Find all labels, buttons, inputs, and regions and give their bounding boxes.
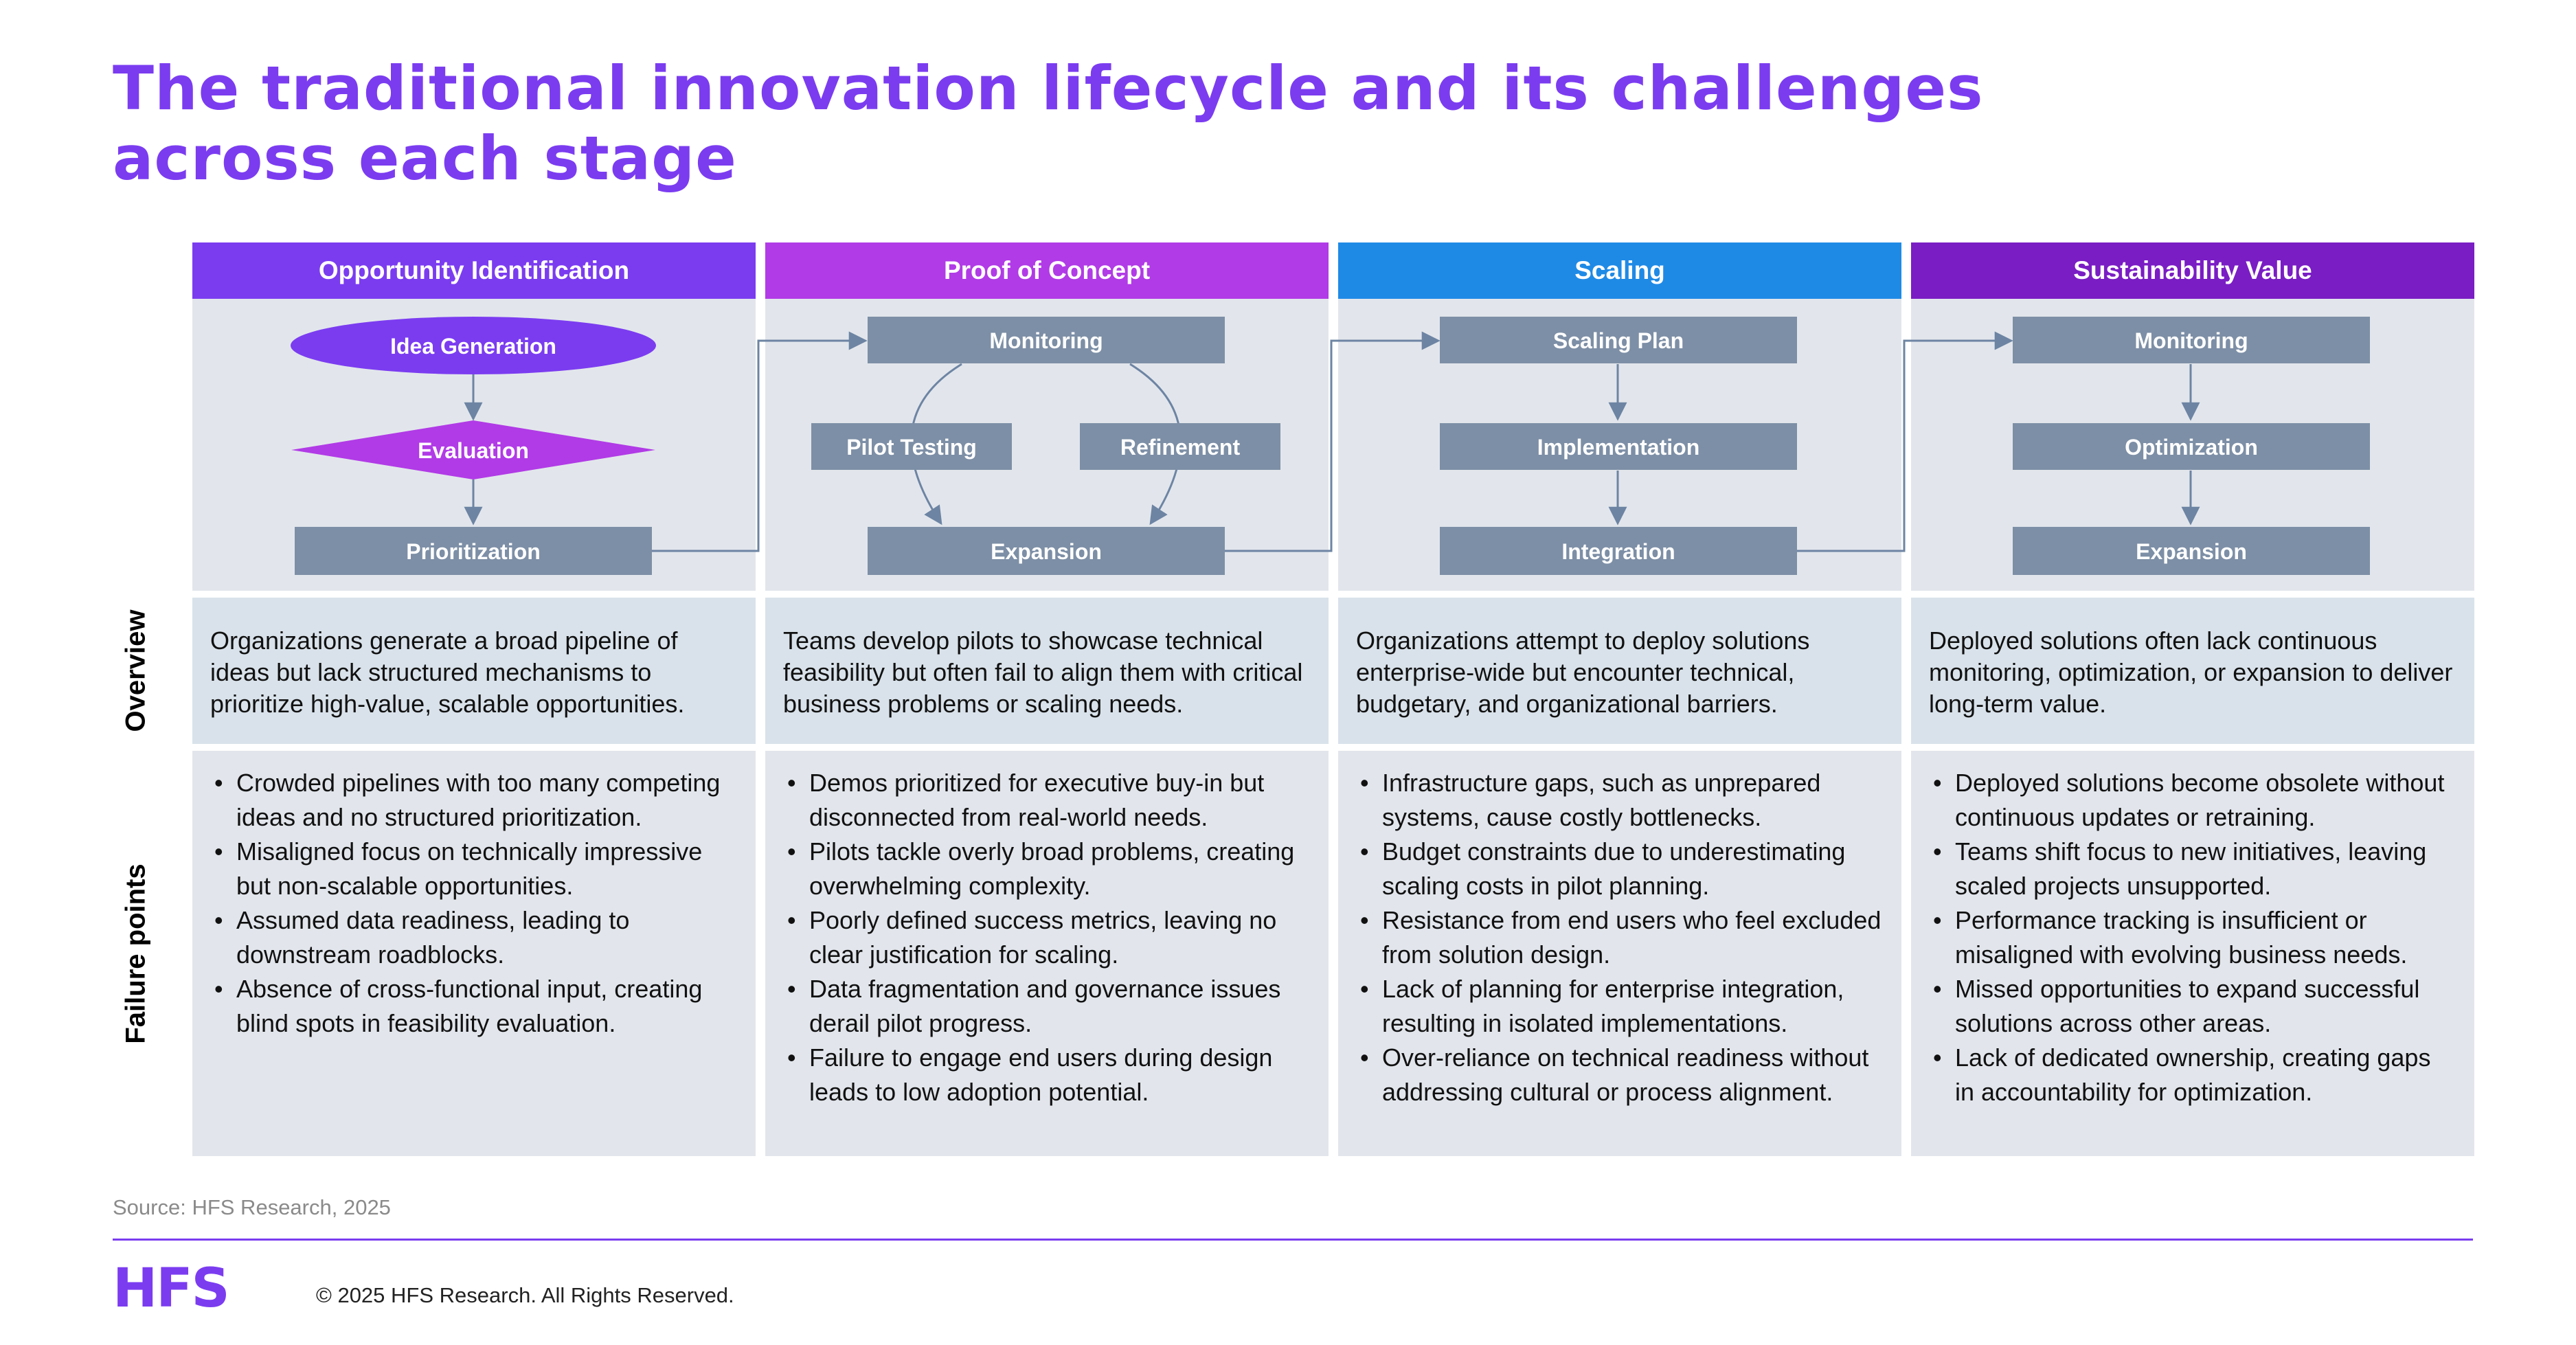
failure-point: Pilots tackle overly broad problems, cre… bbox=[783, 835, 1311, 903]
node-label-refinement: Refinement bbox=[1120, 435, 1241, 460]
hfs-logo: HFS bbox=[113, 1258, 230, 1320]
overview-sustainability-value: Deployed solutions often lack continuous… bbox=[1911, 598, 2474, 744]
failure-point: Lack of planning for enterprise integrat… bbox=[1356, 972, 1884, 1041]
node-label-expansion-poc: Expansion bbox=[991, 539, 1102, 564]
node-label-pilot-testing: Pilot Testing bbox=[846, 435, 977, 460]
failure-point: Absence of cross-functional input, creat… bbox=[210, 972, 738, 1041]
failure-points-scaling: Infrastructure gaps, such as unprepared … bbox=[1338, 751, 1901, 1156]
node-label-idea-generation: Idea Generation bbox=[390, 334, 556, 359]
node-label-expansion-sustain: Expansion bbox=[2136, 539, 2247, 564]
node-label-evaluation: Evaluation bbox=[418, 438, 529, 463]
stage-header-sustainability-value: Sustainability Value bbox=[1911, 242, 2474, 299]
node-label-monitoring-poc: Monitoring bbox=[989, 328, 1103, 353]
connector-stage2-to-stage3 bbox=[1224, 331, 1440, 552]
node-label-integration: Integration bbox=[1561, 539, 1675, 564]
node-label-implementation: Implementation bbox=[1537, 435, 1699, 460]
stage-header-scaling: Scaling bbox=[1338, 242, 1901, 299]
node-implementation bbox=[1440, 423, 1797, 470]
node-evaluation bbox=[291, 420, 655, 479]
node-optimization bbox=[2013, 423, 2370, 470]
row-label-overview: Overview bbox=[120, 609, 151, 732]
node-label-optimization: Optimization bbox=[2125, 435, 2258, 460]
node-refinement bbox=[1080, 423, 1280, 470]
copyright-notice: © 2025 HFS Research. All Rights Reserved… bbox=[316, 1283, 734, 1307]
connector-stage1-to-stage2 bbox=[651, 331, 868, 552]
failure-point: Missed opportunities to expand successfu… bbox=[1929, 972, 2456, 1041]
failure-point: Performance tracking is insufficient or … bbox=[1929, 903, 2456, 972]
stage-header-opportunity-identification: Opportunity Identification bbox=[192, 242, 756, 299]
overview-opportunity-identification: Organizations generate a broad pipeline … bbox=[192, 598, 756, 744]
failure-point: Crowded pipelines with too many competin… bbox=[210, 766, 738, 835]
node-label-scaling-plan: Scaling Plan bbox=[1553, 328, 1684, 353]
stage-header-proof-of-concept: Proof of Concept bbox=[765, 242, 1329, 299]
node-prioritization bbox=[295, 527, 652, 575]
failure-point: Budget constraints due to underestimatin… bbox=[1356, 835, 1884, 903]
connector-stage3-to-stage4 bbox=[1796, 331, 2013, 552]
failure-point: Deployed solutions become obsolete witho… bbox=[1929, 766, 2456, 835]
failure-point: Poorly defined success metrics, leaving … bbox=[783, 903, 1311, 972]
node-monitoring-poc bbox=[868, 317, 1225, 363]
failure-point: Data fragmentation and governance issues… bbox=[783, 972, 1311, 1041]
node-expansion-poc bbox=[868, 527, 1225, 575]
failure-points-proof-of-concept: Demos prioritized for executive buy-in b… bbox=[765, 751, 1329, 1156]
overview-proof-of-concept: Teams develop pilots to showcase technic… bbox=[765, 598, 1329, 744]
node-pilot-testing bbox=[811, 423, 1012, 470]
failure-point: Assumed data readiness, leading to downs… bbox=[210, 903, 738, 972]
failure-point: Resistance from end users who feel exclu… bbox=[1356, 903, 1884, 972]
footer-divider bbox=[113, 1239, 2473, 1241]
page-title: The traditional innovation lifecycle and… bbox=[113, 54, 2380, 194]
node-integration bbox=[1440, 527, 1797, 575]
node-monitoring-sustain bbox=[2013, 317, 2370, 363]
failure-point: Failure to engage end users during desig… bbox=[783, 1041, 1311, 1109]
failure-point: Over-reliance on technical readiness wit… bbox=[1356, 1041, 1884, 1109]
failure-point: Demos prioritized for executive buy-in b… bbox=[783, 766, 1311, 835]
failure-points-sustainability-value: Deployed solutions become obsolete witho… bbox=[1911, 751, 2474, 1156]
node-expansion-sustain bbox=[2013, 527, 2370, 575]
failure-point: Misaligned focus on technically impressi… bbox=[210, 835, 738, 903]
failure-point: Infrastructure gaps, such as unprepared … bbox=[1356, 766, 1884, 835]
failure-point: Lack of dedicated ownership, creating ga… bbox=[1929, 1041, 2456, 1109]
node-label-monitoring-sustain: Monitoring bbox=[2134, 328, 2248, 353]
node-label-prioritization: Prioritization bbox=[406, 539, 541, 564]
node-idea-generation bbox=[291, 317, 656, 374]
lifecycle-flow-diagram: Idea Generation Evaluation Prioritizatio… bbox=[291, 317, 2370, 575]
failure-point: Teams shift focus to new initiatives, le… bbox=[1929, 835, 2456, 903]
title-line-2: across each stage bbox=[113, 123, 737, 194]
source-note: Source: HFS Research, 2025 bbox=[113, 1195, 391, 1219]
row-label-failure-points: Failure points bbox=[120, 863, 151, 1044]
node-scaling-plan bbox=[1440, 317, 1797, 363]
title-line-1: The traditional innovation lifecycle and… bbox=[113, 53, 1984, 124]
overview-scaling: Organizations attempt to deploy solution… bbox=[1338, 598, 1901, 744]
failure-points-opportunity-identification: Crowded pipelines with too many competin… bbox=[192, 751, 756, 1156]
